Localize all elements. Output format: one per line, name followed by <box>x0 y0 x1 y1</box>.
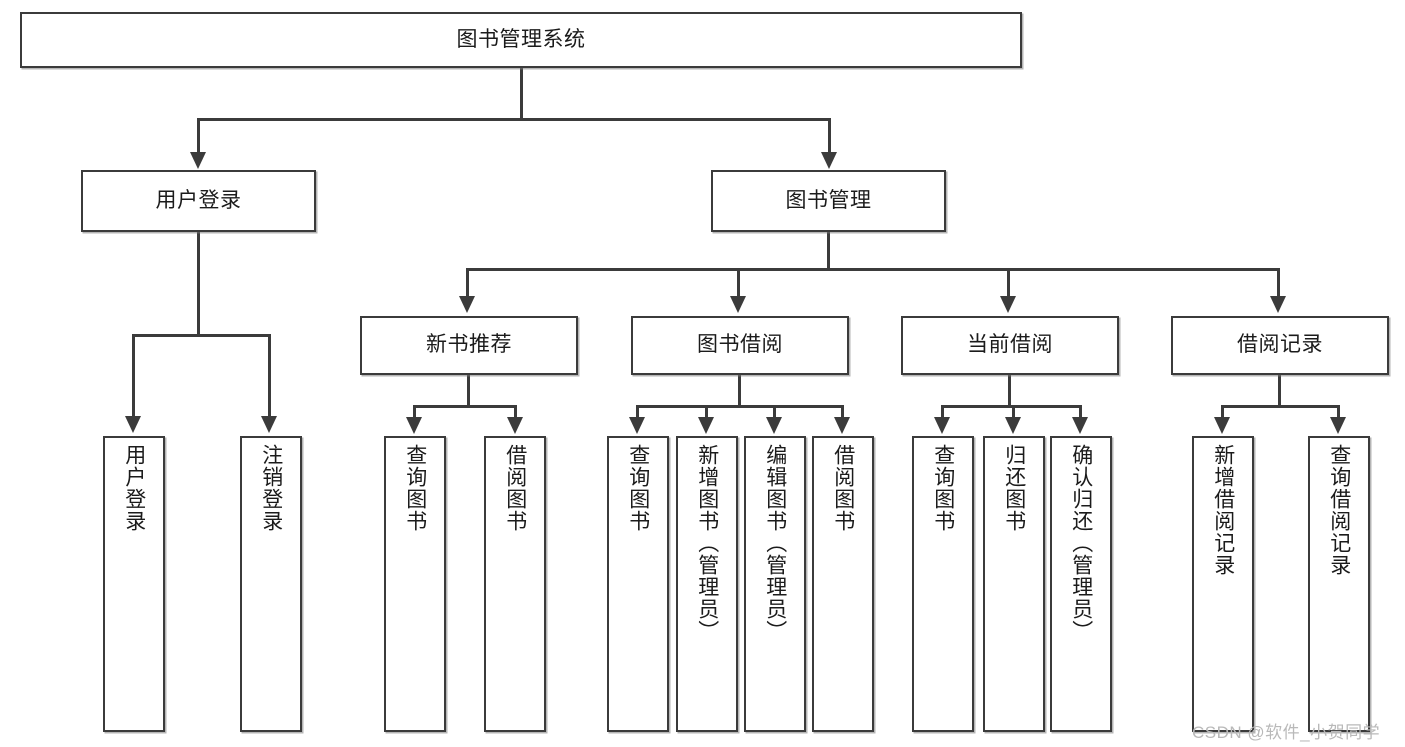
connector-level2-drop-book-manage <box>828 118 831 154</box>
arrow-to-leaf-borrow-book-2 <box>834 417 850 434</box>
node-leaf-borrow-book-2[interactable]: 借阅图书 <box>812 436 874 732</box>
node-leaf-logout-login-label: 注销登录 <box>259 444 283 532</box>
connector-root-stem <box>520 68 523 120</box>
arrow-to-leaf-confirm-return <box>1072 417 1088 434</box>
arrow-to-leaf-add-record <box>1214 417 1230 434</box>
connector-user-login-drop-1 <box>132 334 135 418</box>
connector-level2-bus <box>197 118 831 121</box>
node-book-borrow[interactable]: 图书借阅 <box>631 316 849 375</box>
node-leaf-logout-login[interactable]: 注销登录 <box>240 436 302 732</box>
arrow-to-new-book-recommend <box>459 296 475 313</box>
node-user-login-label: 用户登录 <box>155 188 242 212</box>
node-leaf-return-book[interactable]: 归还图书 <box>983 436 1045 732</box>
connector-user-login-drop-2 <box>268 334 271 418</box>
connector-new-book-stem <box>467 375 470 407</box>
node-book-manage[interactable]: 图书管理 <box>711 170 946 232</box>
arrow-to-book-manage <box>821 152 837 169</box>
arrow-to-leaf-query-record <box>1330 417 1346 434</box>
arrow-to-leaf-edit-book <box>766 417 782 434</box>
arrow-to-leaf-borrow-book-1 <box>507 417 523 434</box>
arrow-to-user-login <box>190 152 206 169</box>
node-leaf-query-book-1[interactable]: 查询图书 <box>384 436 446 732</box>
connector-new-book-bus <box>413 405 517 408</box>
connector-book-borrow-drop-3 <box>773 405 776 419</box>
node-book-borrow-label: 图书借阅 <box>697 333 783 357</box>
node-leaf-add-book-label: 新增图书（管理员） <box>695 444 719 642</box>
node-leaf-query-book-3[interactable]: 查询图书 <box>912 436 974 732</box>
connector-book-borrow-bus <box>636 405 843 408</box>
connector-borrow-record-drop-1 <box>1221 405 1224 419</box>
arrow-to-leaf-query-book-3 <box>934 417 950 434</box>
node-user-login[interactable]: 用户登录 <box>81 170 316 232</box>
node-leaf-query-book-2-label: 查询图书 <box>626 444 650 532</box>
connector-current-borrow-drop-3 <box>1079 405 1082 419</box>
connector-level3-bus <box>466 268 1280 271</box>
node-borrow-record-label: 借阅记录 <box>1237 333 1323 357</box>
connector-book-borrow-drop-4 <box>841 405 844 419</box>
node-leaf-query-book-2[interactable]: 查询图书 <box>607 436 669 732</box>
connector-user-login-stem <box>197 232 200 336</box>
node-root[interactable]: 图书管理系统 <box>20 12 1022 68</box>
node-new-book-recommend[interactable]: 新书推荐 <box>360 316 578 375</box>
connector-current-borrow-drop-1 <box>941 405 944 419</box>
arrow-to-borrow-record <box>1270 296 1286 313</box>
connector-current-borrow-bus <box>941 405 1080 408</box>
csdn-watermark: CSDN @软件_小贺同学 <box>1192 723 1381 742</box>
connector-new-book-drop-1 <box>413 405 416 419</box>
node-leaf-borrow-book-1[interactable]: 借阅图书 <box>484 436 546 732</box>
connector-book-manage-stem <box>827 232 830 270</box>
node-leaf-edit-book[interactable]: 编辑图书（管理员） <box>744 436 806 732</box>
node-current-borrow[interactable]: 当前借阅 <box>901 316 1119 375</box>
node-leaf-add-book[interactable]: 新增图书（管理员） <box>676 436 738 732</box>
node-leaf-borrow-book-2-label: 借阅图书 <box>831 444 855 532</box>
node-new-book-recommend-label: 新书推荐 <box>426 333 512 357</box>
node-leaf-add-record-label: 新增借阅记录 <box>1211 444 1235 576</box>
arrow-to-leaf-query-book-1 <box>406 417 422 434</box>
node-leaf-query-record-label: 查询借阅记录 <box>1327 444 1351 576</box>
arrow-to-leaf-logout-login <box>261 416 277 433</box>
connector-level3-drop-borrow-record <box>1277 268 1280 298</box>
node-leaf-confirm-return[interactable]: 确认归还（管理员） <box>1050 436 1112 732</box>
node-borrow-record[interactable]: 借阅记录 <box>1171 316 1389 375</box>
node-leaf-confirm-return-label: 确认归还（管理员） <box>1069 444 1093 642</box>
arrow-to-leaf-user-login <box>125 416 141 433</box>
arrow-to-leaf-query-book-2 <box>629 417 645 434</box>
node-leaf-borrow-book-1-label: 借阅图书 <box>503 444 527 532</box>
connector-book-borrow-drop-1 <box>636 405 639 419</box>
arrow-to-leaf-return-book <box>1005 417 1021 434</box>
connector-current-borrow-drop-2 <box>1012 405 1015 419</box>
node-root-label: 图书管理系统 <box>456 27 586 51</box>
connector-level3-drop-book-borrow <box>737 268 740 298</box>
arrow-to-book-borrow <box>730 296 746 313</box>
node-book-manage-label: 图书管理 <box>785 188 872 212</box>
node-leaf-query-record[interactable]: 查询借阅记录 <box>1308 436 1370 732</box>
connector-book-borrow-drop-2 <box>705 405 708 419</box>
node-leaf-query-book-1-label: 查询图书 <box>403 444 427 532</box>
node-leaf-user-login-label: 用户登录 <box>122 444 146 532</box>
connector-current-borrow-stem <box>1008 375 1011 407</box>
node-leaf-return-book-label: 归还图书 <box>1002 444 1026 532</box>
node-leaf-add-record[interactable]: 新增借阅记录 <box>1192 436 1254 732</box>
node-current-borrow-label: 当前借阅 <box>967 333 1053 357</box>
node-leaf-query-book-3-label: 查询图书 <box>931 444 955 532</box>
connector-user-login-bus <box>132 334 271 337</box>
connector-level2-drop-user-login <box>197 118 200 154</box>
arrow-to-current-borrow <box>1000 296 1016 313</box>
connector-borrow-record-stem <box>1278 375 1281 407</box>
node-leaf-edit-book-label: 编辑图书（管理员） <box>763 444 787 642</box>
connector-borrow-record-bus <box>1221 405 1340 408</box>
connector-level3-drop-new-book <box>466 268 469 298</box>
node-leaf-user-login[interactable]: 用户登录 <box>103 436 165 732</box>
arrow-to-leaf-add-book <box>698 417 714 434</box>
connector-new-book-drop-2 <box>514 405 517 419</box>
connector-book-borrow-stem <box>738 375 741 407</box>
connector-borrow-record-drop-2 <box>1337 405 1340 419</box>
connector-level3-drop-current-borrow <box>1007 268 1010 298</box>
